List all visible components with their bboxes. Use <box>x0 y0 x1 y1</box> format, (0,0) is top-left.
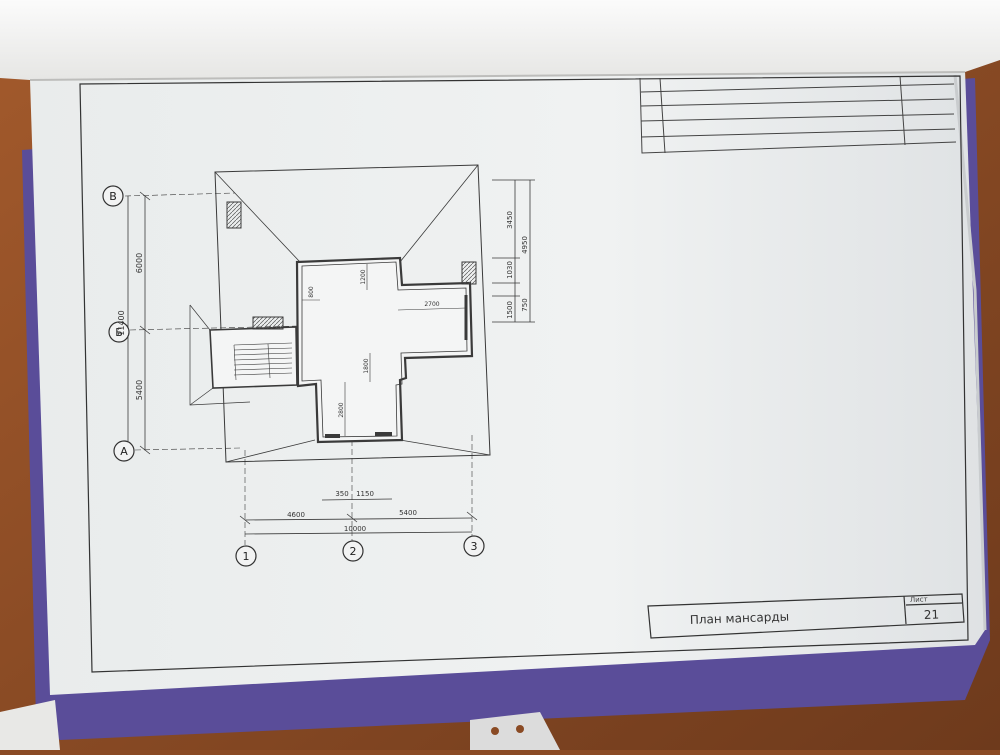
axis-label-2: 2 <box>350 545 357 558</box>
chimney-3 <box>461 261 477 285</box>
axis-bubble-2 <box>342 540 364 562</box>
dim-right-2: 4950 <box>521 236 529 254</box>
stamp-table-top <box>639 75 957 154</box>
axis-label-b: Б <box>115 326 123 339</box>
axis-label-v: В <box>109 190 117 203</box>
object-bottom-center <box>470 712 560 750</box>
dim-right-3: 1030 <box>506 261 514 279</box>
axis-label-1: 1 <box>243 550 250 563</box>
interior-dim-lines <box>302 264 467 436</box>
axis-label-a: А <box>120 445 128 458</box>
axis-bubble-v <box>102 185 124 207</box>
bottom-dim-lines <box>239 498 478 535</box>
hole-punch-1 <box>491 727 499 735</box>
floor-plan <box>124 164 535 545</box>
dim-left-lower: 5400 <box>135 380 144 400</box>
dim-bottom-d: 5400 <box>399 509 417 517</box>
chimney-1 <box>252 316 284 330</box>
attic-walls <box>295 256 474 444</box>
paper-corner-bottom-left <box>0 700 60 750</box>
dim-int-4: 1800 <box>363 358 370 373</box>
axis-bubble-1 <box>235 545 257 567</box>
axis-bubble-a <box>113 440 135 462</box>
flap-edge <box>29 71 966 81</box>
title-block <box>647 593 965 639</box>
sheet-label: Лист <box>910 595 928 604</box>
title-block-text: План мансарды <box>690 610 790 627</box>
sheet-number: 21 <box>924 607 940 622</box>
dim-right-1: 3450 <box>506 211 514 229</box>
dim-left-upper: 6000 <box>135 253 144 273</box>
dim-bottom-b: 1150 <box>356 490 374 498</box>
axis-bubble-b <box>108 321 130 343</box>
dim-right-4: 1500 <box>506 301 514 319</box>
windows-bottom <box>325 432 392 438</box>
chimney-2 <box>226 201 242 229</box>
dim-int-3: 2700 <box>424 301 439 308</box>
dim-bottom-c: 4600 <box>287 511 305 519</box>
stair-block <box>209 326 298 389</box>
attic-walls-inner <box>301 261 468 438</box>
dim-int-2: 1200 <box>360 269 367 284</box>
hole-punch-2 <box>516 725 524 733</box>
axis-lines <box>124 192 473 545</box>
dim-bottom-total: 10000 <box>344 525 366 533</box>
frame-border <box>79 75 969 673</box>
axis-label-3: 3 <box>471 540 478 553</box>
dim-int-5: 2800 <box>338 402 345 417</box>
left-dim-lines <box>127 191 151 455</box>
stair-roof-outline <box>189 305 251 406</box>
dim-bottom-a: 350 <box>335 490 348 498</box>
dim-int-1: 800 <box>308 286 315 298</box>
axis-bubble-3 <box>463 535 485 557</box>
axis-markers: В Б А 1 2 3 <box>102 185 485 567</box>
roof-hips <box>214 164 491 463</box>
drawing-sheet <box>30 70 985 695</box>
dim-left-total: 11400 <box>117 310 126 335</box>
page-edges <box>953 74 987 631</box>
stair-roof-lines <box>189 304 214 406</box>
dimension-labels: 11400 6000 5400 3450 4950 1030 1500 750 … <box>117 211 529 533</box>
top-flap <box>0 0 1000 80</box>
dim-right-5: 750 <box>521 298 529 311</box>
right-dim-lines <box>492 179 535 323</box>
stair-treads <box>233 342 293 381</box>
